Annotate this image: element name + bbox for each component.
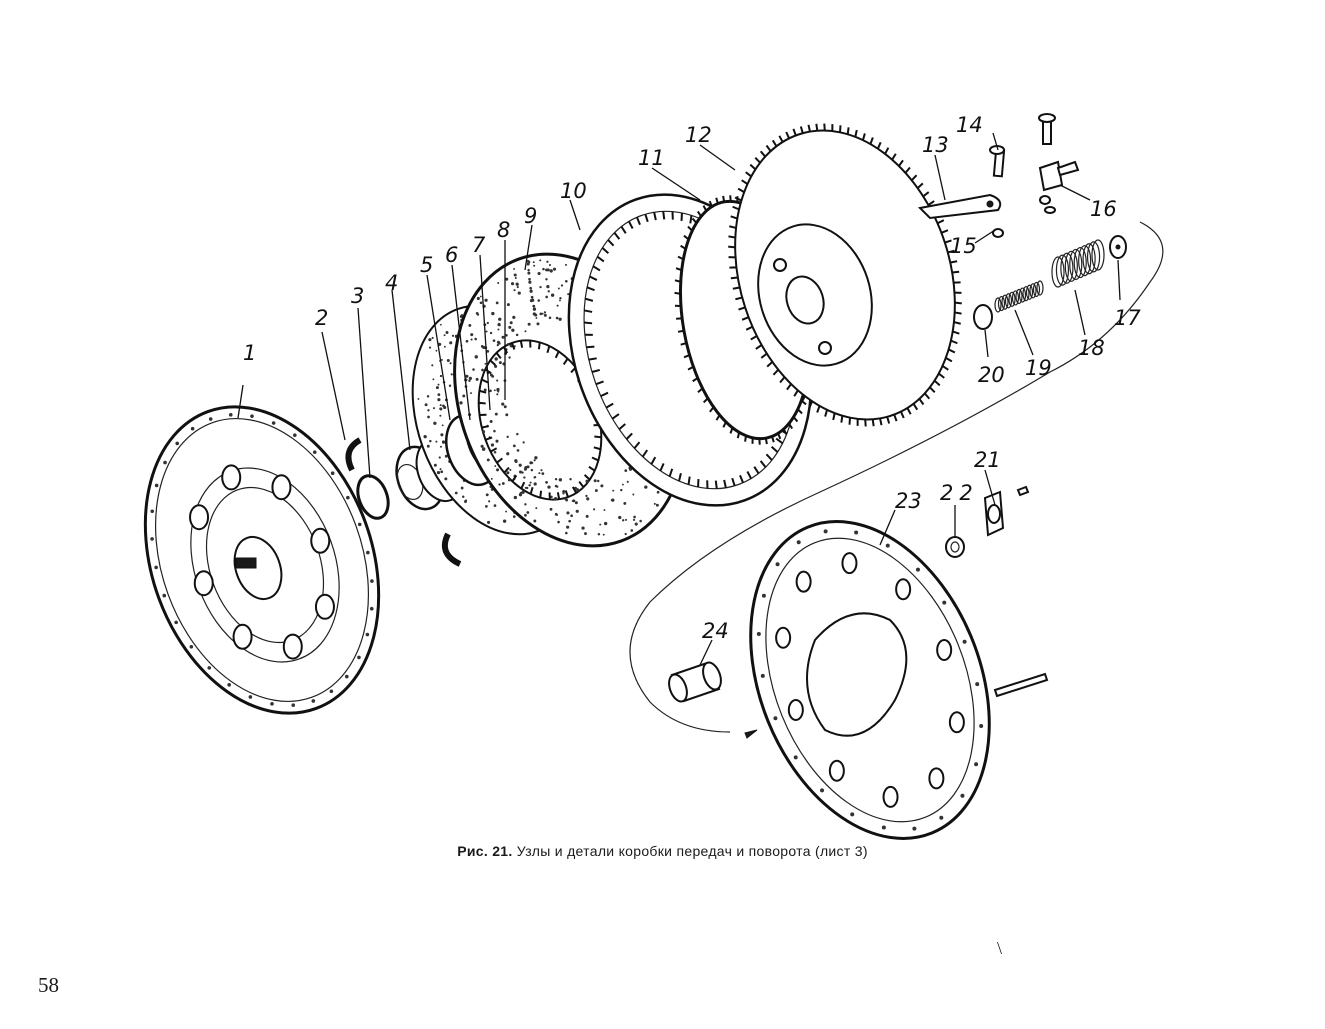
part-label-13: 13 <box>922 133 949 157</box>
part-13-lever <box>917 193 1002 220</box>
part-2-half-ring <box>345 437 462 567</box>
part-21-flange <box>983 485 1030 537</box>
part-label-7: 7 <box>472 233 486 257</box>
part-17-washer <box>1109 235 1127 259</box>
part-18-large-spring <box>1051 239 1105 288</box>
leader-lines <box>237 132 1121 666</box>
part-label-17: 17 <box>1114 306 1141 330</box>
part-label-4: 4 <box>385 271 398 295</box>
part-label-24: 24 <box>702 619 729 643</box>
part-23-housing <box>749 520 1049 840</box>
part-label-14: 14 <box>956 113 983 137</box>
part-label-8: 8 <box>497 218 510 242</box>
part-label-23: 23 <box>895 489 922 513</box>
part-label-15: 15 <box>950 234 977 258</box>
part-label-16: 16 <box>1090 197 1117 221</box>
page-number: 58 <box>38 973 59 997</box>
part-label-19: 19 <box>1025 356 1052 380</box>
part-12-large-gear <box>728 123 962 427</box>
part-label-3: 3 <box>351 284 364 308</box>
figure-number: Рис. 21. <box>457 843 513 859</box>
part-labels: 1 2 3 4 5 6 7 8 9 10 11 12 13 14 15 16 1… <box>243 113 1141 643</box>
part-14-pin <box>989 145 1006 178</box>
part-label-18: 18 <box>1078 336 1105 360</box>
part-3-ring <box>356 474 390 520</box>
part-label-9: 9 <box>524 204 537 228</box>
part-label-1: 1 <box>243 341 256 365</box>
part-label-2: 2 <box>315 306 328 330</box>
part-16-fork <box>1038 113 1080 214</box>
part-label-6: 6 <box>445 243 458 267</box>
part-label-10: 10 <box>560 179 587 203</box>
part-label-12: 12 <box>685 123 712 147</box>
part-label-21: 21 <box>974 448 1001 472</box>
part-20-disc <box>973 304 993 330</box>
part-19-small-spring <box>994 280 1044 313</box>
part-label-11: 11 <box>638 146 665 170</box>
part-24-bushing <box>668 661 722 703</box>
part-label-5: 5 <box>420 253 433 277</box>
figure-caption-text: Узлы и детали коробки передач и поворота… <box>516 843 868 859</box>
figure-caption: Рис. 21. Узлы и детали коробки передач и… <box>0 843 1325 859</box>
part-1-drive-disc <box>143 405 381 715</box>
assembly-axis-lines <box>629 221 1164 739</box>
part-label-22: 22 <box>940 481 979 505</box>
stray-mark: \ <box>997 938 1003 958</box>
part-label-20: 20 <box>978 363 1005 387</box>
part-22-nut <box>945 536 965 558</box>
part-15-washer <box>992 228 1004 238</box>
